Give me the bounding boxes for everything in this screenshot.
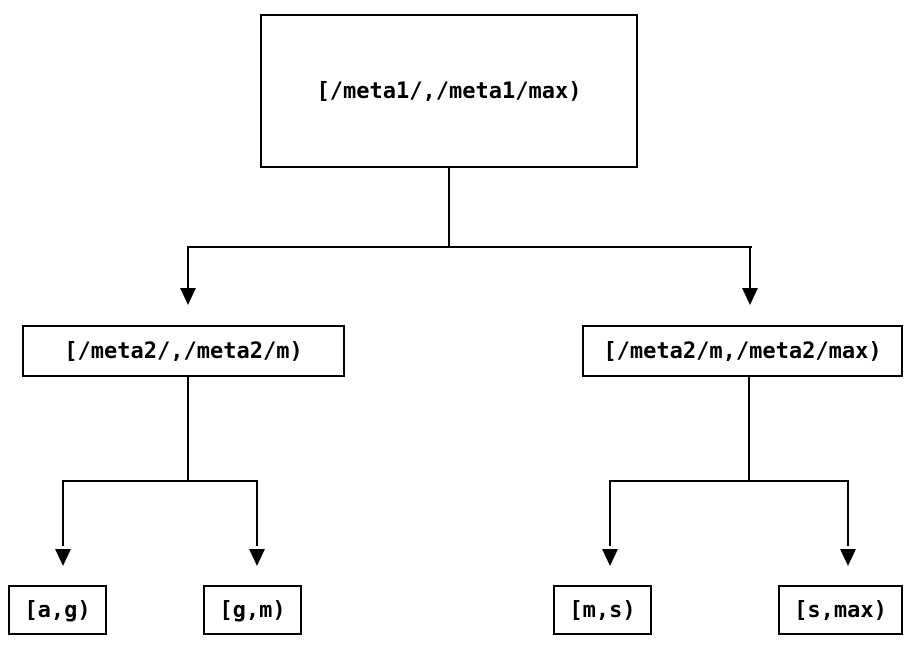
edge-root-to-left-line	[187, 246, 189, 288]
arrow-down-icon	[840, 549, 856, 566]
node-left-range: [/meta2/,/meta2/m)	[22, 325, 345, 377]
arrow-down-icon	[180, 288, 196, 305]
edge-root-branch-line	[187, 246, 752, 248]
edge-left-to-gm-line	[256, 480, 258, 546]
edge-right-stem-line	[748, 377, 750, 482]
edge-left-branch-line	[62, 480, 258, 482]
edge-right-branch-line	[609, 480, 849, 482]
edge-right-to-smax-line	[847, 480, 849, 546]
edge-root-stem-line	[448, 168, 450, 248]
edge-left-stem-line	[187, 377, 189, 482]
arrow-down-icon	[742, 288, 758, 305]
node-leaf-ms: [m,s)	[553, 585, 652, 635]
node-right-range: [/meta2/m,/meta2/max)	[582, 325, 903, 377]
edge-left-to-ag-line	[62, 480, 64, 546]
edge-root-to-right-line	[749, 246, 751, 288]
node-leaf-ag: [a,g)	[8, 585, 107, 635]
edge-right-to-ms-line	[609, 480, 611, 546]
node-leaf-gm: [g,m)	[203, 585, 302, 635]
node-leaf-smax: [s,max)	[778, 585, 903, 635]
node-root-range: [/meta1/,/meta1/max)	[260, 14, 638, 168]
arrow-down-icon	[249, 549, 265, 566]
arrow-down-icon	[55, 549, 71, 566]
arrow-down-icon	[602, 549, 618, 566]
